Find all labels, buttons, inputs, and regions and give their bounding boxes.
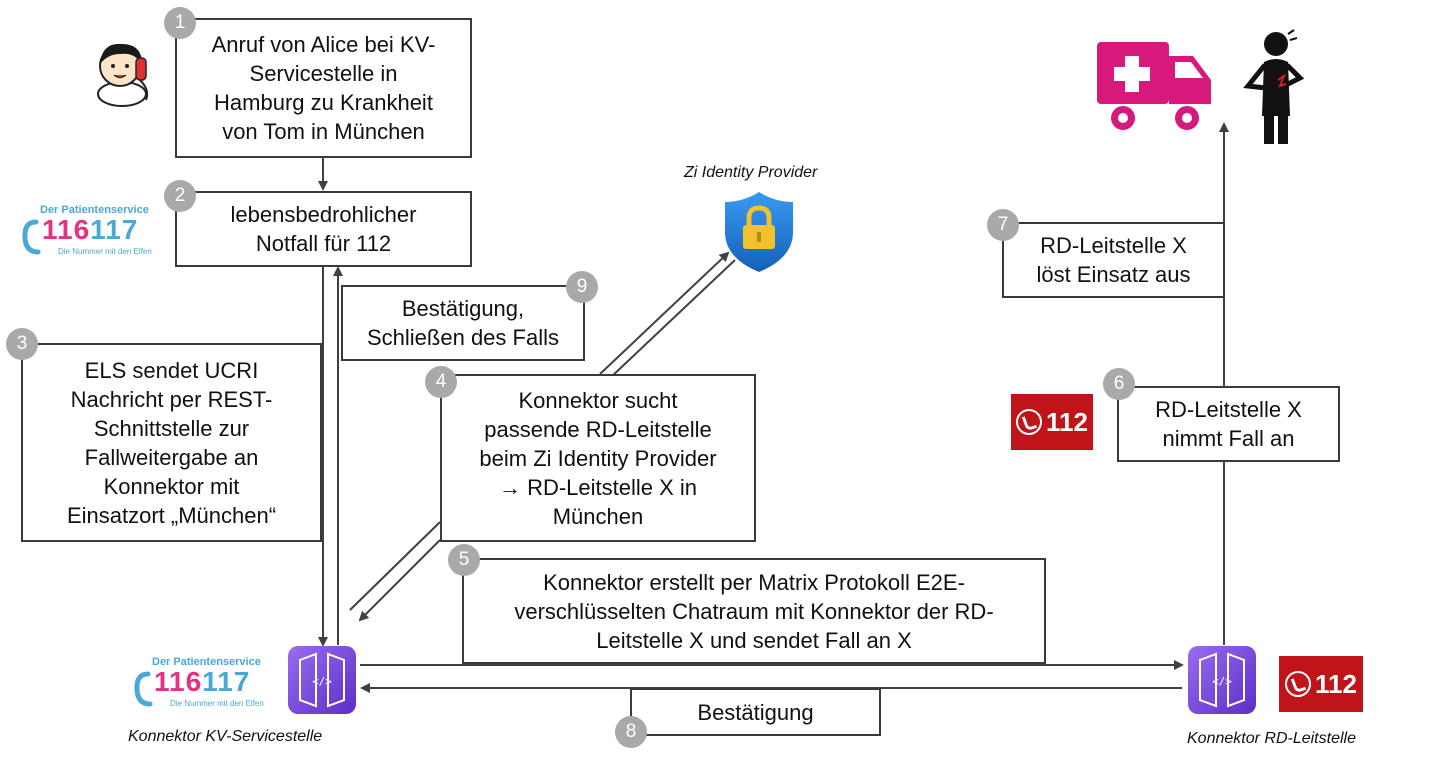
patientenservice-number-b: 117	[202, 666, 251, 697]
api-connector-icon: </>	[288, 646, 356, 714]
step-3-line: Konnektor mit	[103, 473, 240, 499]
step-5-line: Konnektor erstellt per Matrix Protokoll …	[543, 569, 965, 595]
step-1-line: Servicestelle in	[249, 61, 398, 86]
phone-icon	[1285, 671, 1312, 697]
patientenservice-logo: Der Patientenservice 116117 Die Nummer m…	[134, 656, 264, 716]
step-3-line: Schnittstelle zur	[93, 415, 250, 441]
woman-phone-icon	[97, 43, 149, 107]
emergency-112-logo: 112	[1011, 394, 1093, 450]
step-3-line: Nachricht per REST-	[70, 386, 273, 412]
step-3-box: ELS sendet UCRI Nachricht per REST- Schn…	[21, 343, 322, 542]
arrow-step4-to-connector	[358, 539, 441, 622]
step-9-line: Schließen des Falls	[367, 325, 559, 350]
shield-lock-icon	[725, 192, 793, 272]
step-6-box: RD-Leitstelle X nimmt Fall an	[1117, 386, 1340, 462]
step-3-line: Einsatzort „München“	[66, 502, 277, 528]
step-4-line: Konnektor sucht	[518, 387, 678, 413]
patientenservice-title: Der Patientenservice	[40, 204, 149, 216]
step-3-line: ELS sendet UCRI	[84, 357, 259, 383]
step-2-line: lebensbedrohlicher	[230, 202, 417, 227]
step-9-badge: 9	[566, 271, 598, 303]
phone-icon	[134, 671, 153, 707]
step-8-badge: 8	[615, 716, 647, 748]
step-1-badge: 1	[164, 7, 196, 39]
emergency-number: 112	[1046, 406, 1088, 437]
step-4-line: passende RD-Leitstelle	[484, 416, 712, 442]
patientenservice-title: Der Patientenservice	[152, 656, 261, 668]
api-connector-icon: </>	[1188, 646, 1256, 714]
patientenservice-number: 116117	[154, 666, 250, 698]
step-1-box: Anruf von Alice bei KV- Servicestelle in…	[175, 18, 472, 158]
step-9-box: Bestätigung, Schließen des Falls	[341, 285, 585, 361]
step-2-badge: 2	[164, 180, 196, 212]
connector-rd-caption: Konnektor RD-Leitstelle	[1187, 730, 1356, 747]
step-6-line: RD-Leitstelle X	[1155, 397, 1302, 422]
step-7-badge: 7	[987, 209, 1019, 241]
step-7-line: löst Einsatz aus	[1036, 262, 1191, 287]
patientenservice-subtitle: Die Nummer mit den Elfen	[170, 699, 264, 708]
phone-icon	[1016, 409, 1043, 435]
patientenservice-number-b: 117	[90, 214, 139, 245]
step-5-line: verschlüsselten Chatraum mit Konnektor d…	[514, 598, 994, 624]
step-3-line: Fallweitergabe an	[84, 444, 259, 470]
emergency-number: 112	[1315, 668, 1357, 699]
step-5-line: Leitstelle X und sendet Fall an X	[596, 627, 912, 653]
step-4-box: Konnektor sucht passende RD-Leitstelle b…	[440, 374, 756, 542]
ambulance-icon	[1097, 42, 1211, 130]
step-9-line: Bestätigung,	[401, 296, 525, 321]
svg-text:</>: </>	[1212, 675, 1232, 688]
emergency-112-logo: 112	[1279, 656, 1363, 712]
step-4-line: → RD-Leitstelle X in	[498, 474, 698, 500]
step-6-line: nimmt Fall an	[1162, 426, 1295, 451]
phone-icon	[22, 219, 41, 255]
step-5-badge: 5	[448, 544, 480, 576]
arrow-from-identity-provider	[609, 259, 736, 379]
step-1-line: Anruf von Alice bei KV-	[211, 32, 436, 57]
identity-provider-caption: Zi Identity Provider	[684, 164, 818, 181]
step-3-badge: 3	[6, 328, 38, 360]
svg-text:</>: </>	[312, 675, 332, 688]
step-4-badge: 4	[425, 366, 457, 398]
patientenservice-number-a: 116	[42, 214, 91, 245]
step-8-line: Bestätigung	[697, 699, 814, 725]
step-4-line: München	[552, 503, 644, 529]
step-1-line: von Tom in München	[222, 119, 425, 144]
patientenservice-number-a: 116	[154, 666, 203, 697]
step-7-line: RD-Leitstelle X	[1040, 233, 1187, 258]
patientenservice-logo: Der Patientenservice 116117 Die Nummer m…	[22, 204, 152, 264]
step-2-line: Notfall für 112	[255, 231, 392, 256]
step-2-box: lebensbedrohlicher Notfall für 112	[175, 191, 472, 267]
step-8-box: Bestätigung	[630, 688, 881, 736]
step-7-box: RD-Leitstelle X löst Einsatz aus	[1002, 222, 1225, 298]
step-1-line: Hamburg zu Krankheit	[214, 90, 433, 115]
patientenservice-number: 116117	[42, 214, 138, 246]
connector-kv-caption: Konnektor KV-Servicestelle	[128, 728, 323, 745]
step-5-box: Konnektor erstellt per Matrix Protokoll …	[462, 558, 1046, 664]
arrow-to-identity-provider	[599, 251, 730, 375]
step-4-line: beim Zi Identity Provider	[479, 445, 717, 471]
arrow-connector-to-step4	[349, 521, 441, 611]
patientenservice-subtitle: Die Nummer mit den Elfen	[58, 247, 152, 256]
step-6-badge: 6	[1103, 368, 1135, 400]
injured-person-icon	[1243, 29, 1305, 144]
